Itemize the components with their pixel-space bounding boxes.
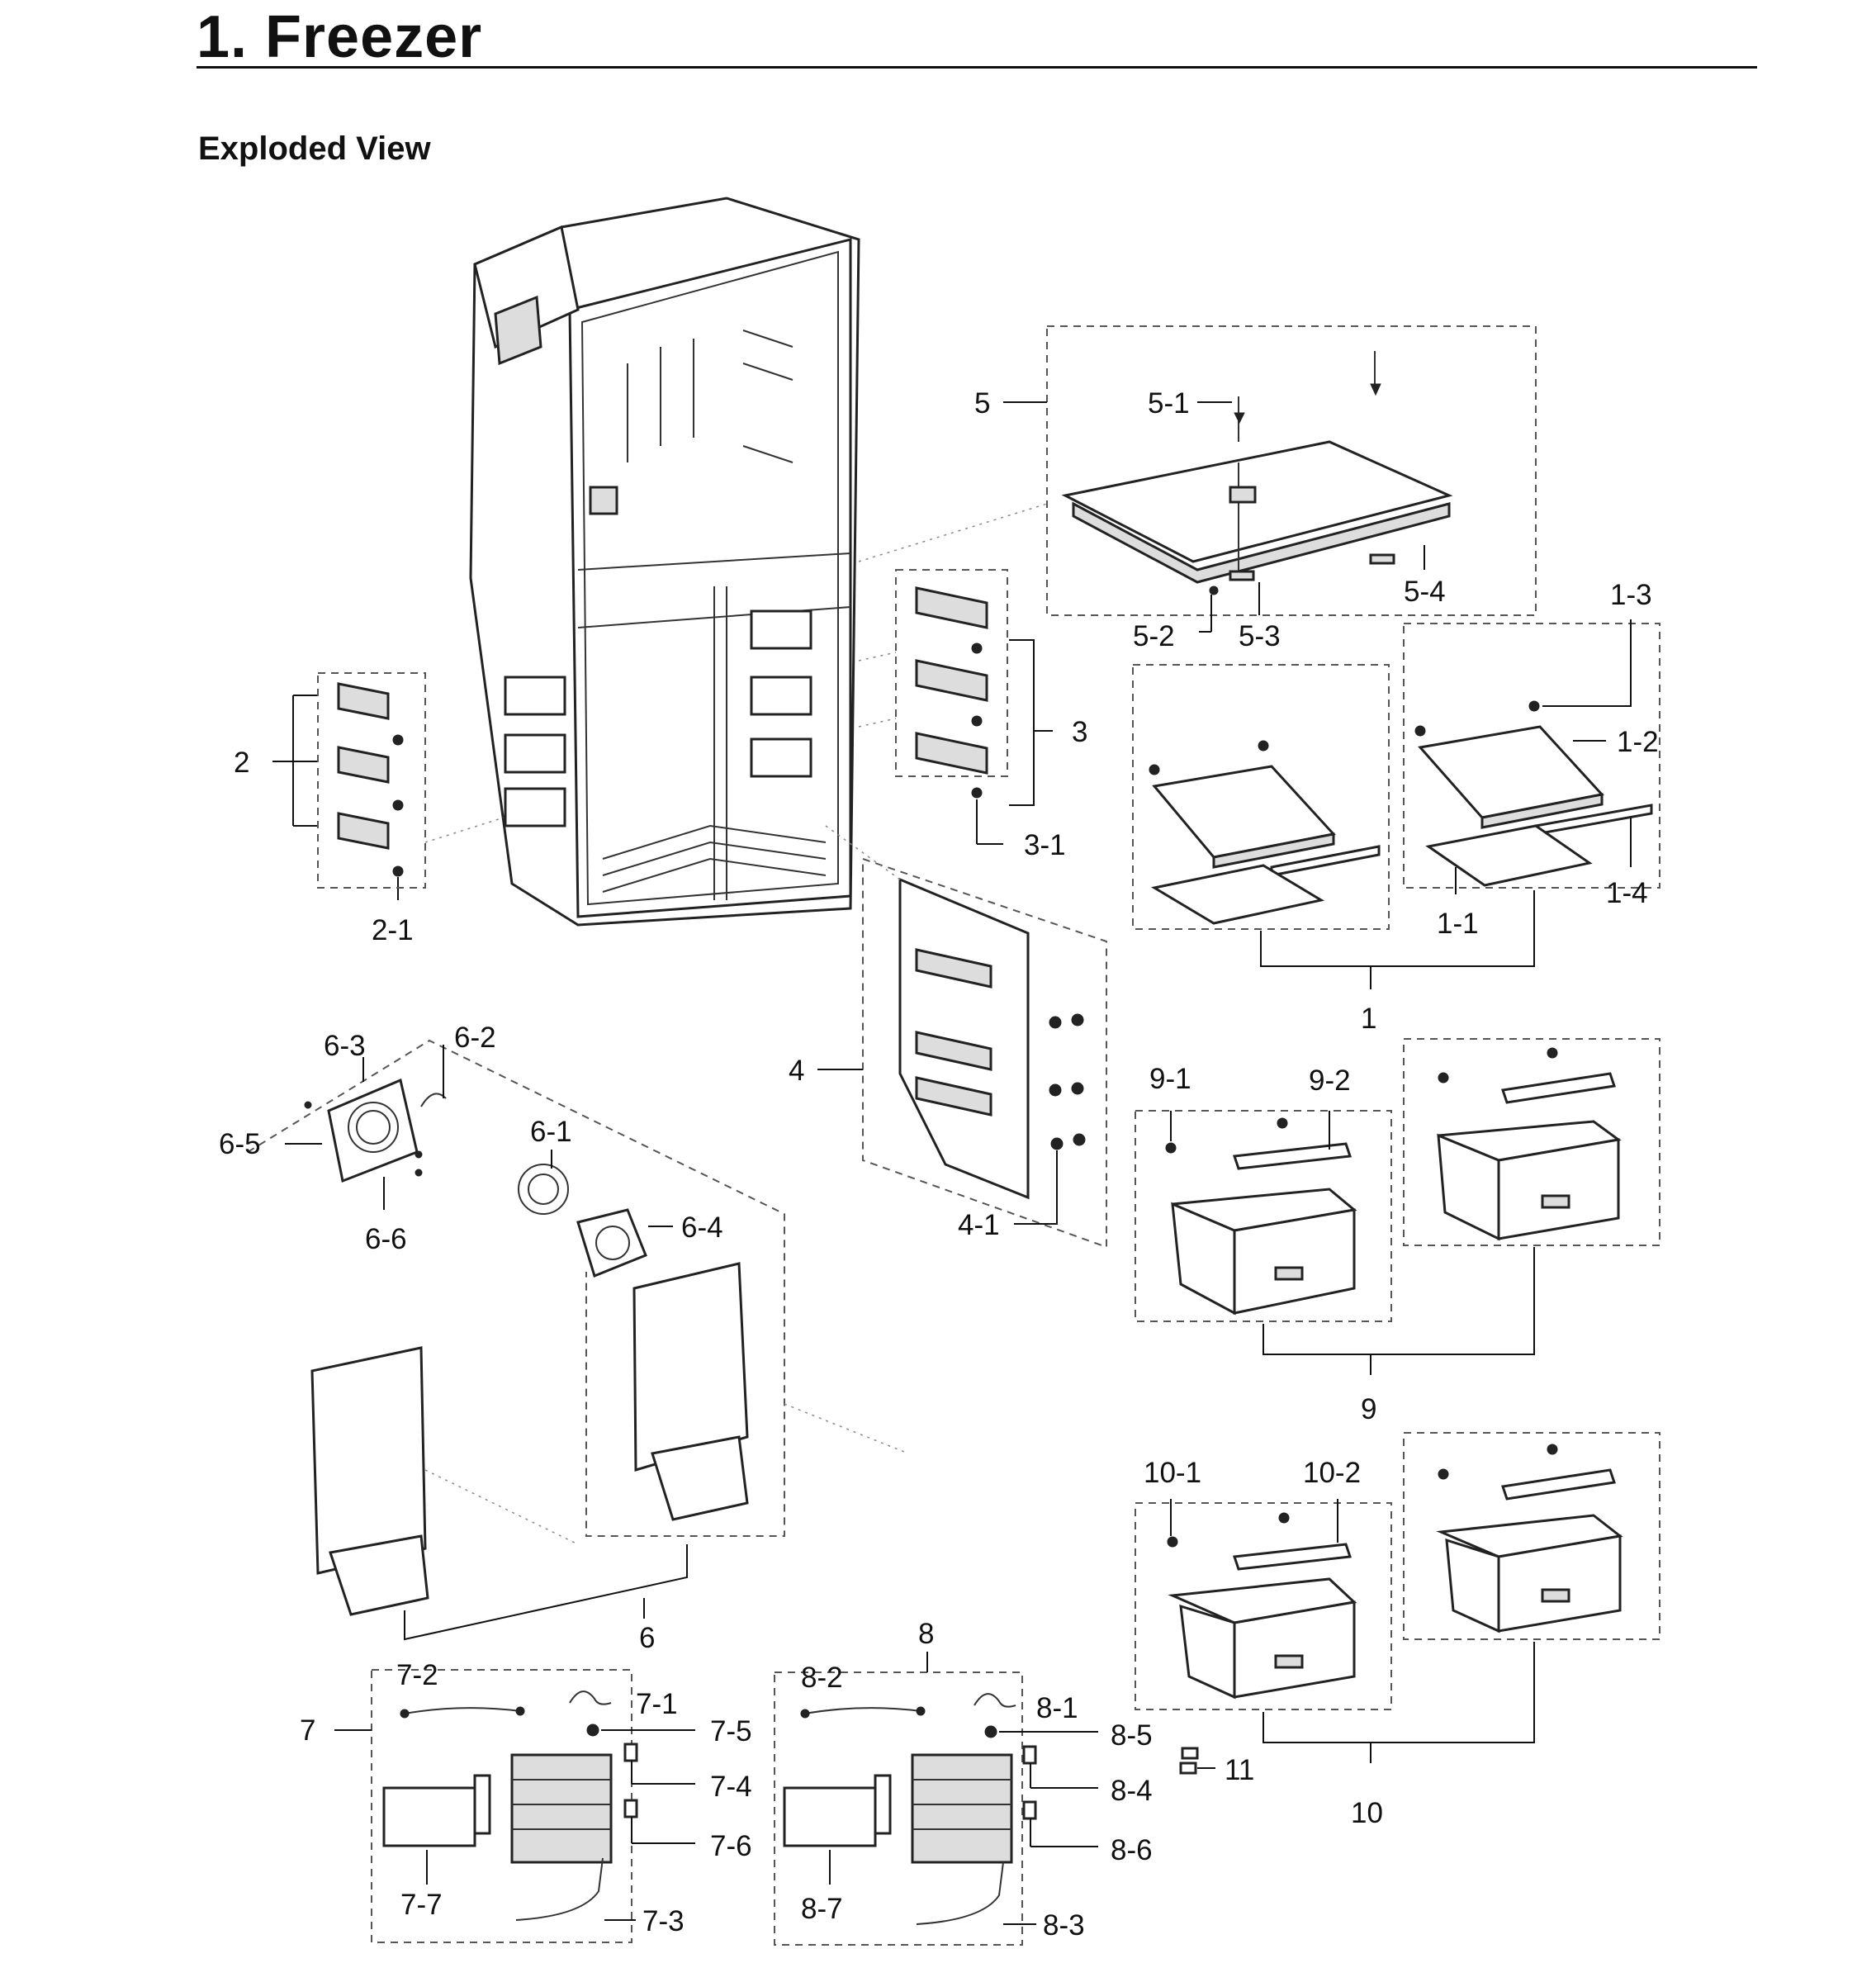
callout-1-4: 1-4 [1606, 877, 1648, 909]
callout-7-5: 7-5 [710, 1715, 752, 1747]
callout-5-4: 5-4 [1404, 576, 1446, 608]
callout-8-2: 8-2 [801, 1662, 843, 1694]
callout-5: 5 [974, 387, 990, 420]
callout-1-2: 1-2 [1617, 726, 1659, 758]
callout-6-3: 6-3 [324, 1030, 366, 1062]
callout-6-6: 6-6 [365, 1223, 407, 1255]
callout-7-3: 7-3 [642, 1905, 685, 1937]
callout-6: 6 [639, 1622, 655, 1654]
callout-5-2: 5-2 [1133, 620, 1175, 652]
callout-10-2: 10-2 [1303, 1457, 1361, 1489]
page-title: 1. Freezer [197, 4, 483, 70]
part-11-clip [1179, 1747, 1215, 1775]
callout-4-1: 4-1 [958, 1209, 1000, 1241]
callout-9-2: 9-2 [1309, 1064, 1351, 1097]
title-rule [197, 66, 1757, 69]
callout-1-1: 1-1 [1437, 908, 1479, 940]
callout-8-5: 8-5 [1111, 1719, 1153, 1752]
callout-3: 3 [1072, 716, 1087, 748]
callout-10-1: 10-1 [1144, 1457, 1201, 1489]
projection-lines [424, 503, 1048, 880]
callout-6-5: 6-5 [219, 1128, 261, 1160]
callout-7-2: 7-2 [396, 1659, 438, 1691]
callout-7-4: 7-4 [710, 1771, 752, 1803]
callout-7: 7 [300, 1714, 315, 1747]
callout-8: 8 [918, 1618, 934, 1650]
callout-8-6: 8-6 [1111, 1834, 1153, 1866]
callout-3-1: 3-1 [1024, 829, 1066, 861]
callout-8-4: 8-4 [1111, 1775, 1153, 1807]
callout-8-3: 8-3 [1043, 1909, 1085, 1942]
callout-5-3: 5-3 [1239, 620, 1281, 652]
callout-5-1: 5-1 [1148, 387, 1190, 420]
callout-2: 2 [234, 747, 249, 779]
callout-labels: 5 5-1 5-2 5-3 5-4 1-3 1-2 1-4 1-1 1 2 2-… [219, 387, 1659, 1942]
part-10-drawer-set [1135, 1432, 1660, 1763]
callout-2-1: 2-1 [372, 914, 414, 946]
callout-11: 11 [1225, 1754, 1254, 1786]
part-6-evaporator-cover [247, 1039, 909, 1641]
part-4-divider-panel [817, 857, 1107, 1249]
callout-10: 10 [1351, 1797, 1383, 1829]
callout-7-1: 7-1 [636, 1688, 678, 1720]
part-2-rail-set [272, 672, 426, 900]
part-3-rail-set [895, 569, 1053, 845]
callout-8-7: 8-7 [801, 1893, 843, 1925]
callout-6-1: 6-1 [530, 1116, 572, 1148]
part-1-drawer-set [1132, 619, 1660, 989]
callout-6-2: 6-2 [454, 1022, 496, 1054]
callout-6-4: 6-4 [681, 1211, 723, 1244]
callout-7-7: 7-7 [400, 1889, 443, 1921]
callout-9: 9 [1361, 1393, 1376, 1425]
callout-9-1: 9-1 [1149, 1063, 1191, 1095]
part-8-evaporator-assembly [774, 1652, 1098, 1946]
part-9-drawer-set [1135, 1038, 1660, 1375]
part-7-evaporator-assembly [334, 1669, 695, 1943]
cabinet-assembly [469, 197, 860, 927]
callout-1: 1 [1361, 1003, 1376, 1035]
callout-1-3: 1-3 [1610, 579, 1652, 611]
callout-7-6: 7-6 [710, 1830, 752, 1862]
section-subtitle: Exploded View [198, 130, 431, 167]
part-5-top-cover [1003, 325, 1537, 633]
callout-8-1: 8-1 [1036, 1692, 1078, 1724]
callout-4: 4 [789, 1055, 804, 1087]
